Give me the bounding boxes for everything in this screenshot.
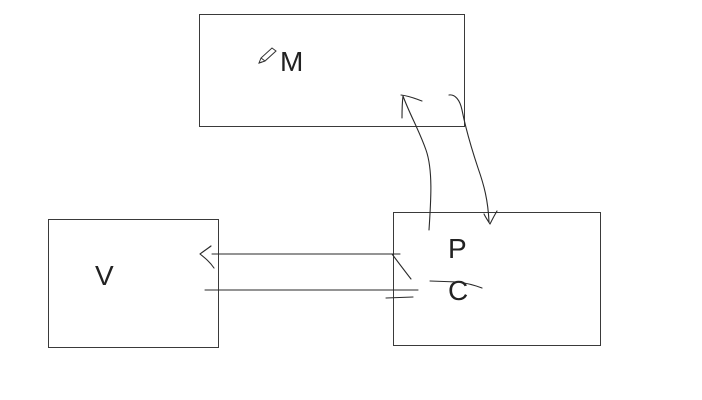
arrow-model-to-pc <box>448 94 498 225</box>
controller-strike-mark <box>429 280 483 289</box>
model-box: M <box>199 14 465 127</box>
view-box: V <box>48 219 219 348</box>
presenter-label: P <box>448 233 467 264</box>
arrow-pc-to-model <box>400 94 432 231</box>
model-label: M <box>280 46 303 77</box>
view-label: V <box>95 260 114 291</box>
pencil-icon <box>258 47 277 64</box>
arrow-view-to-pc <box>204 289 419 299</box>
controller-label: C <box>448 275 468 306</box>
presenter-box: P C <box>393 212 601 346</box>
arrow-pc-to-view <box>199 245 412 280</box>
